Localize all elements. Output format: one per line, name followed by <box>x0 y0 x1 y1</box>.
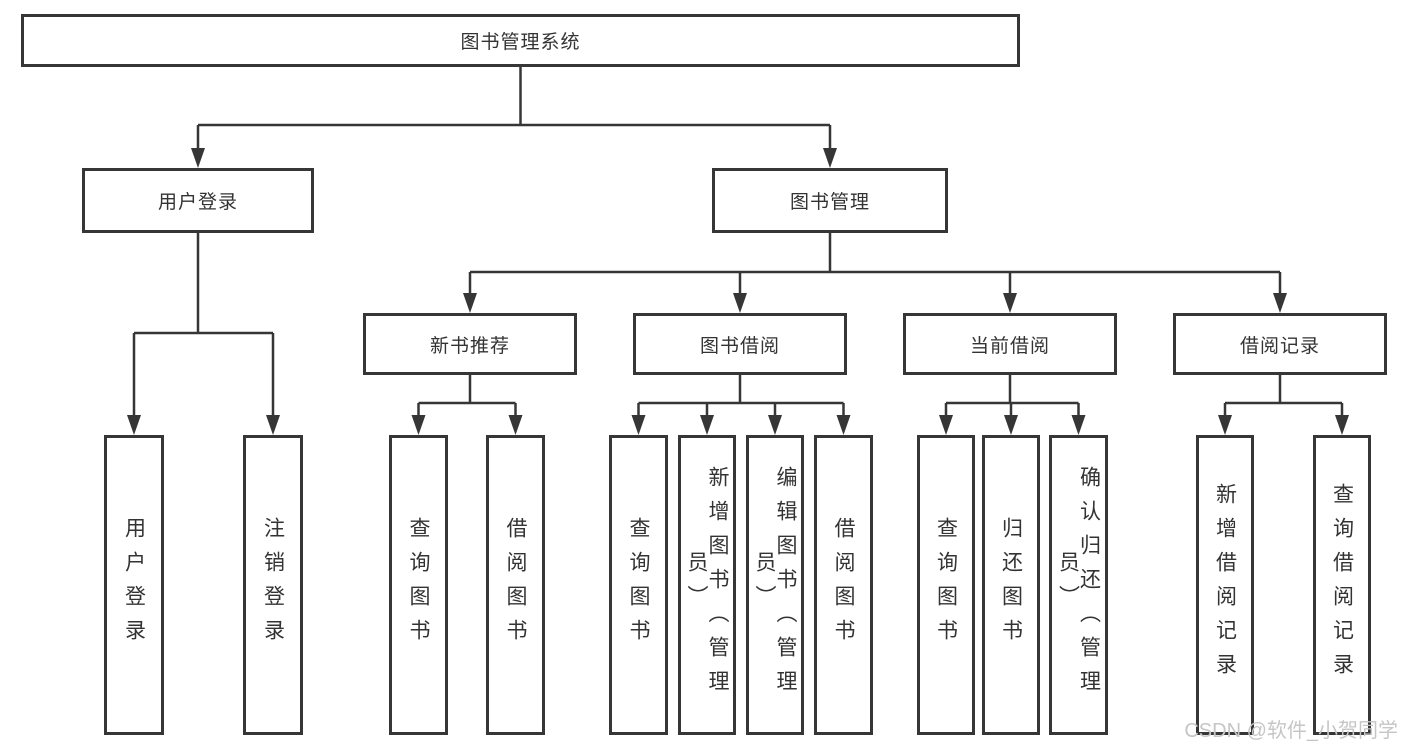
node-leaf-user-login: 用户登录 <box>104 435 164 735</box>
node-leaf-br-query-record: 查询借阅记录 <box>1313 435 1371 735</box>
node-book-management: 图书管理 <box>712 168 948 233</box>
connector-currentborrow-to-leaves <box>944 375 1080 419</box>
node-leaf-nb-borrow-books: 借阅图书 <box>486 435 545 735</box>
node-leaf-cb-confirm-return-admin: 确认归还（管理员） <box>1049 435 1108 735</box>
node-borrow-records: 借阅记录 <box>1173 313 1387 375</box>
node-root: 图书管理系统 <box>21 14 1020 67</box>
node-book-borrow: 图书借阅 <box>633 313 847 375</box>
node-leaf-bb-borrow-books: 借阅图书 <box>814 435 873 735</box>
node-new-book-recommend: 新书推荐 <box>363 313 577 375</box>
connector-userlogin-to-leaves <box>132 233 275 419</box>
connector-root-to-level2 <box>196 67 832 152</box>
node-leaf-cb-return-books: 归还图书 <box>982 435 1040 735</box>
connector-newbook-to-leaves <box>417 375 517 419</box>
node-leaf-bb-edit-books-admin: 编辑图书（管理员） <box>746 435 804 735</box>
connector-bookborrow-to-leaves <box>637 375 845 419</box>
node-leaf-bb-add-books-admin: 新增图书（管理员） <box>678 435 736 735</box>
connector-borrowrecords-to-leaves <box>1223 375 1344 419</box>
watermark: CSDN @软件_小贺同学 <box>1184 720 1398 742</box>
node-user-login: 用户登录 <box>82 168 314 233</box>
node-leaf-nb-query-books: 查询图书 <box>389 435 448 735</box>
connector-bookmgmt-to-level3 <box>468 233 1282 297</box>
node-leaf-cb-query-books: 查询图书 <box>917 435 975 735</box>
node-leaf-bb-query-books: 查询图书 <box>609 435 668 735</box>
node-leaf-logout: 注销登录 <box>243 435 303 735</box>
node-leaf-br-add-record: 新增借阅记录 <box>1196 435 1254 735</box>
node-current-borrow: 当前借阅 <box>903 313 1117 375</box>
